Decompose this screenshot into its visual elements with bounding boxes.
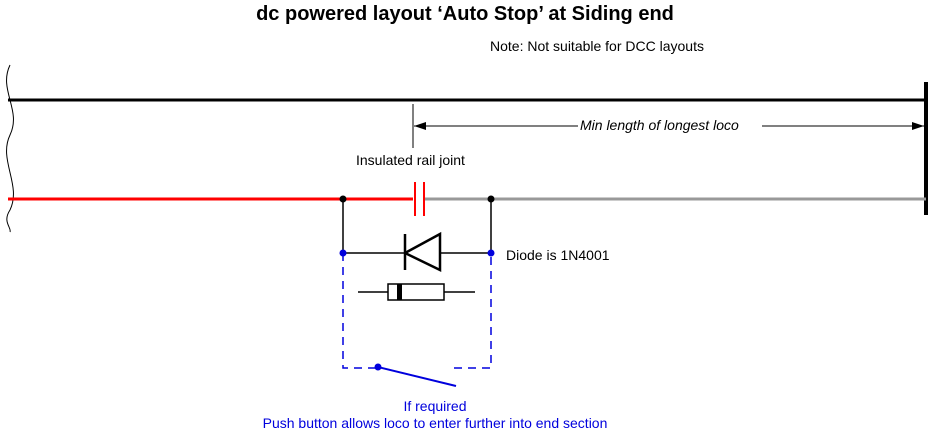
diode-cathode-band: [397, 284, 402, 300]
push-button-wire-right: [454, 253, 492, 369]
dimension-arrow-left: [414, 122, 426, 130]
diode-label: Diode is 1N4001: [506, 247, 610, 263]
break-line: [6, 64, 14, 233]
dimension-label: Min length of longest loco: [580, 117, 739, 133]
diode-body: [387, 283, 445, 301]
dimension-arrow-right: [912, 122, 924, 130]
insulated-joint-label: Insulated rail joint: [356, 152, 465, 168]
diode-symbol-triangle: [404, 231, 442, 272]
push-button-wire-left: [342, 253, 378, 369]
push-button-lever: [377, 366, 457, 387]
junction-dot-blue-right: [487, 249, 495, 257]
diagram-title: dc powered layout ‘Auto Stop’ at Siding …: [256, 3, 674, 25]
switch-label-line2: Push button allows loco to enter further…: [262, 415, 608, 431]
switch-label-line1: If required: [403, 398, 467, 414]
dcc-note: Note: Not suitable for DCC layouts: [490, 38, 704, 54]
